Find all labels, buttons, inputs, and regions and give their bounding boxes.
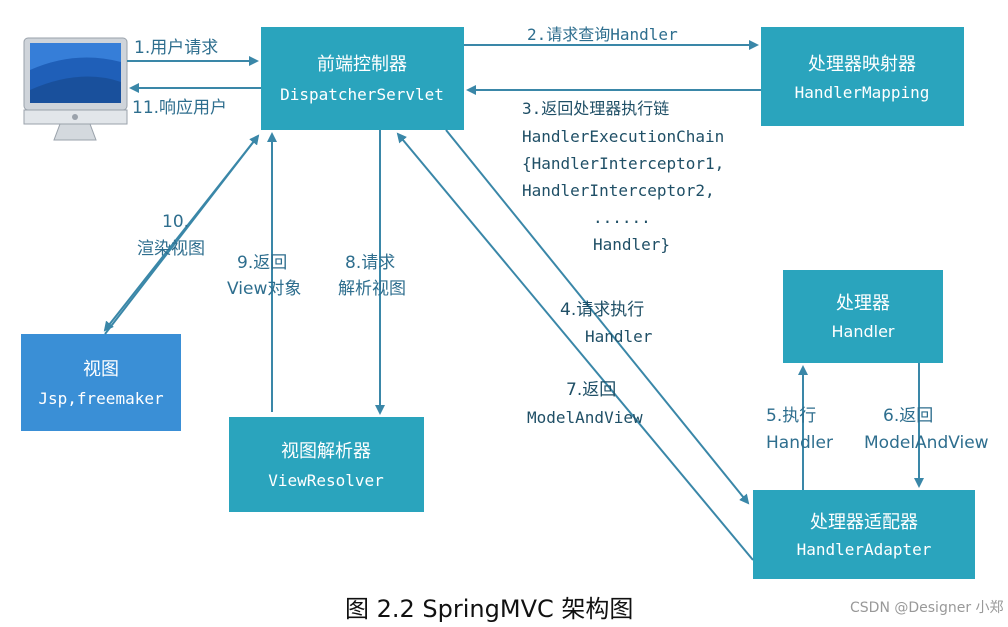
label-step9-line1: 9.返回 — [237, 253, 287, 273]
node-subtitle: Handler — [832, 322, 895, 341]
label-step5-line1: 5.执行 — [766, 406, 816, 426]
node-title: 视图 — [83, 359, 119, 380]
arrow-render-view-down — [103, 135, 259, 332]
arrow-request-execute — [445, 129, 750, 505]
label-step7-line2: ModelAndView — [527, 408, 643, 427]
node-handler: 处理器 Handler — [783, 270, 943, 363]
node-title: 处理器 — [836, 293, 890, 314]
label-step7-line1: 7.返回 — [566, 380, 616, 400]
node-view-resolver: 视图解析器 ViewResolver — [229, 417, 424, 512]
label-step6: 6.返回 ModelAndView — [864, 406, 989, 453]
node-dispatcher-servlet: 前端控制器 DispatcherServlet — [261, 27, 464, 130]
label-step11: 11.响应用户 — [132, 98, 227, 118]
label-step1: 1.用户请求 — [134, 38, 218, 58]
label-step3-line1: HandlerExecutionChain — [522, 127, 724, 146]
node-subtitle: HandlerMapping — [795, 83, 930, 102]
label-step3-line4: ...... — [593, 208, 651, 227]
node-subtitle: Jsp,freemaker — [38, 389, 164, 408]
label-step7: 7.返回 ModelAndView — [527, 380, 643, 427]
label-step9: 9.返回 View对象 — [227, 253, 301, 299]
label-step9-line2: View对象 — [227, 279, 301, 299]
node-subtitle: HandlerAdapter — [797, 540, 932, 559]
node-handler-adapter: 处理器适配器 HandlerAdapter — [753, 490, 975, 579]
label-step8-line2: 解析视图 — [338, 279, 406, 299]
node-title: 处理器适配器 — [810, 512, 918, 533]
label-step8-line1: 8.请求 — [345, 253, 395, 273]
figure-caption: 图 2.2 SpringMVC 架构图 — [345, 595, 633, 623]
label-step3-line5: Handler} — [593, 235, 670, 254]
node-title: 处理器映射器 — [808, 54, 916, 75]
node-view: 视图 Jsp,freemaker — [21, 334, 181, 431]
node-subtitle: ViewResolver — [268, 471, 384, 490]
label-step10-line2: 渲染视图 — [137, 239, 205, 259]
label-step8: 8.请求 解析视图 — [338, 253, 406, 299]
watermark: CSDN @Designer 小郑 — [850, 600, 1004, 616]
node-handler-mapping: 处理器映射器 HandlerMapping — [761, 27, 964, 126]
label-step3: 3.返回处理器执行链 HandlerExecutionChain {Handle… — [522, 99, 724, 254]
label-step5-line2: Handler — [766, 433, 833, 453]
desktop-computer-icon — [23, 37, 128, 141]
label-step10: 10. 渲染视图 — [137, 212, 205, 259]
label-step3-title: 3.返回处理器执行链 — [522, 99, 669, 118]
label-step3-line2: {HandlerInterceptor1, — [522, 154, 724, 173]
label-step10-line1: 10. — [162, 212, 189, 232]
label-step4-line1: 4.请求执行 — [560, 300, 644, 320]
label-step4-line2: Handler — [585, 327, 653, 346]
label-step4: 4.请求执行 Handler — [560, 300, 653, 346]
arrow-return-modelandview — [396, 132, 754, 561]
node-title: 前端控制器 — [317, 54, 407, 75]
label-step5: 5.执行 Handler — [766, 406, 833, 453]
node-subtitle: DispatcherServlet — [280, 85, 444, 104]
label-step6-line1: 6.返回 — [883, 406, 933, 426]
label-step2: 2.请求查询Handler — [527, 25, 678, 44]
label-step6-line2: ModelAndView — [864, 433, 989, 453]
label-step3-line3: HandlerInterceptor2, — [522, 181, 715, 200]
node-title: 视图解析器 — [281, 441, 371, 462]
